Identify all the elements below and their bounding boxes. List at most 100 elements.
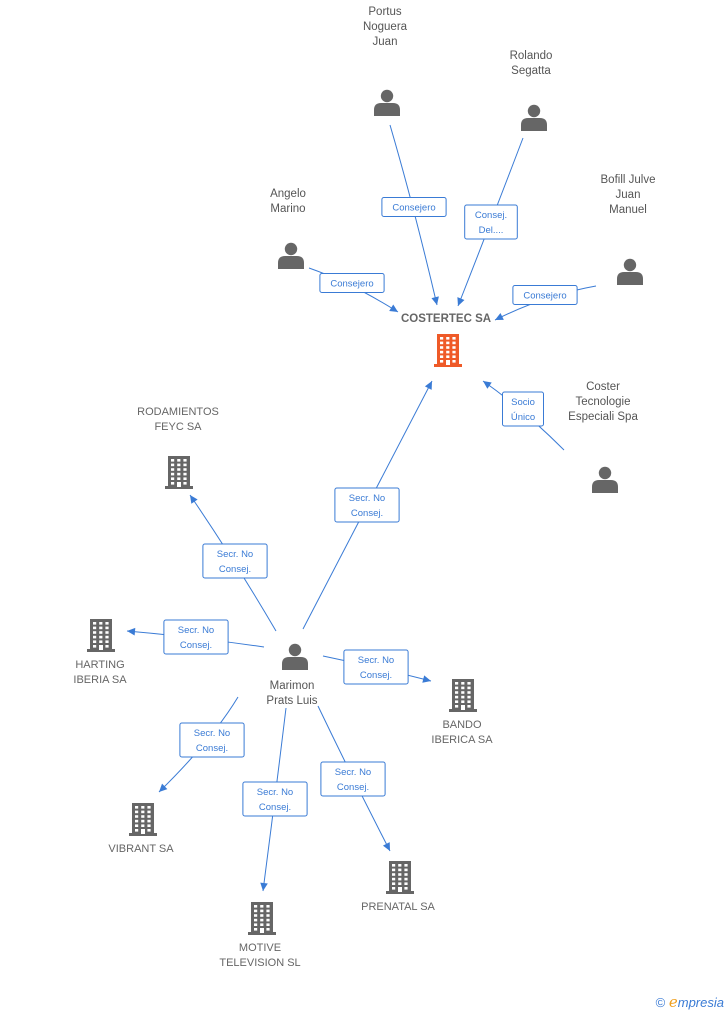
building-icon [87, 619, 115, 652]
node-label: FEYC SA [154, 421, 202, 433]
company-node-harting[interactable]: HARTING IBERIA SA [73, 619, 127, 686]
node-label: Tecnologie [576, 396, 631, 408]
arrowhead-icon [127, 627, 136, 636]
node-label: BANDO [442, 719, 482, 731]
node-label: Noguera [363, 21, 408, 33]
relation-label[interactable]: Consejero [512, 285, 578, 305]
relation-label[interactable]: Consej.Del.... [464, 204, 518, 240]
edge-marimon-to-vibrant: Secr. No Consej. [158, 696, 245, 793]
node-label: VIBRANT SA [108, 843, 174, 855]
edge-bofill-to-center: Consejero [494, 285, 597, 321]
node-label: Manuel [609, 204, 647, 216]
arrowhead-icon [422, 675, 431, 683]
brand-name: mpresia [677, 995, 724, 1010]
node-label: Portus [368, 6, 401, 18]
node-label: IBERICA SA [431, 734, 493, 746]
edge-rolando-to-center: Consej.Del.... [457, 137, 524, 307]
relation-label-box [319, 273, 385, 293]
relation-label-text: Consej. [180, 640, 212, 651]
relation-label-box [320, 761, 386, 797]
person-icon [282, 643, 308, 670]
relation-label-box [334, 487, 400, 523]
person-icon [278, 242, 304, 269]
node-label: Bofill Julve [601, 174, 656, 186]
arrowhead-icon [389, 304, 398, 312]
relation-label-text: Secr. No [335, 767, 371, 778]
relation-label-text: Consej. [196, 743, 228, 754]
person-icon [592, 466, 618, 493]
relation-label-text: Consejero [392, 203, 435, 214]
node-label: PRENATAL SA [361, 901, 435, 913]
building-icon [248, 902, 276, 935]
relation-label-box [179, 722, 245, 758]
node-label: Juan [373, 36, 398, 48]
relation-label-box [381, 197, 447, 217]
brand-logo-e: e [668, 993, 678, 1011]
relation-label-box [512, 285, 578, 305]
node-label: Segatta [511, 65, 551, 77]
edge-angelo-to-center: Consejero [308, 267, 399, 313]
node-label: Especiali Spa [568, 411, 638, 423]
node-label: IBERIA SA [73, 674, 127, 686]
relation-label-text: Consejero [523, 291, 566, 302]
company-node-prenatal[interactable]: PRENATAL SA [361, 861, 436, 913]
relation-label-text: Secr. No [194, 728, 230, 739]
arrowhead-icon [424, 381, 432, 390]
relation-label-text: Consejero [330, 279, 373, 290]
building-icon [165, 456, 193, 489]
building-icon [129, 803, 157, 836]
company-node-rodamientos[interactable]: RODAMIENTOS FEYC SA [137, 406, 219, 489]
relation-label-text: Único [511, 412, 535, 423]
relation-label[interactable]: Secr. No Consej. [334, 487, 400, 523]
company-node-center[interactable]: COSTERTEC SA [401, 313, 491, 367]
relation-label[interactable]: Secr. No Consej. [179, 722, 245, 758]
person-icon [617, 258, 643, 285]
node-label: HARTING [75, 659, 124, 671]
node-label: COSTERTEC SA [401, 313, 491, 325]
relation-label[interactable]: Consejero [381, 197, 447, 217]
relation-label-text: Del.... [479, 225, 504, 236]
company-node-bando[interactable]: BANDO IBERICA SA [431, 679, 493, 746]
relation-label-box [163, 619, 229, 655]
relation-label-text: Consej. [337, 782, 369, 793]
company-node-vibrant[interactable]: VIBRANT SA [108, 803, 174, 855]
arrowhead-icon [483, 381, 492, 389]
relation-label-text: Secr. No [349, 493, 385, 504]
relation-label-box [202, 543, 268, 579]
arrowhead-icon [431, 296, 439, 305]
relation-label-text: Consej. [351, 508, 383, 519]
node-label: RODAMIENTOS [137, 406, 219, 418]
edges-layer: ConsejeroConsej.Del....ConsejeroConsejer… [126, 124, 597, 892]
relation-label-box [502, 391, 544, 427]
relation-label-text: Socio [511, 397, 535, 408]
relation-label-text: Secr. No [217, 549, 253, 560]
brand-footer[interactable]: © empresia [656, 993, 724, 1011]
relation-label[interactable]: Secr. No Consej. [320, 761, 386, 797]
arrowhead-icon [190, 495, 198, 504]
edge-marimon-to-center: Secr. No Consej. [302, 380, 433, 630]
node-label: Marino [270, 203, 305, 215]
relation-label-text: Secr. No [257, 787, 293, 798]
arrowhead-icon [260, 882, 268, 891]
node-label: Coster [586, 381, 620, 393]
relation-label-box [242, 781, 308, 817]
person-icon [374, 89, 400, 116]
relation-label[interactable]: Consejero [319, 273, 385, 293]
node-label: MOTIVE [239, 942, 281, 954]
arrowhead-icon [159, 783, 168, 792]
